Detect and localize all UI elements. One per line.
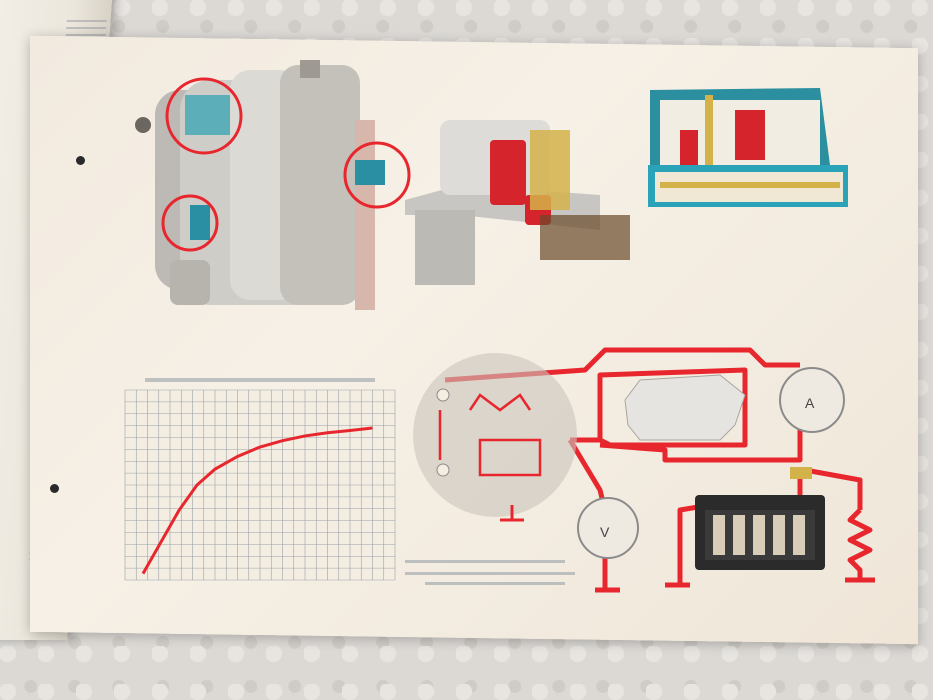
chart-points xyxy=(142,427,373,574)
switch xyxy=(790,467,812,479)
legend-line xyxy=(425,582,565,585)
chart-series-line xyxy=(141,426,373,575)
highlight-circle-brushes xyxy=(165,77,243,155)
svg-text:V: V xyxy=(600,524,610,540)
characteristic-chart xyxy=(124,378,396,581)
binding-hole-top xyxy=(76,156,85,165)
battery xyxy=(695,495,825,570)
regulator-box xyxy=(624,374,746,441)
binding-hole-bottom xyxy=(50,484,59,493)
highlight-circle-front-bearing xyxy=(343,141,411,209)
chart-caption-blur xyxy=(145,378,375,382)
generator-circle xyxy=(413,353,577,522)
highlight-circle-bearing xyxy=(161,194,219,252)
voltmeter-gauge: V xyxy=(577,497,639,559)
relay-cross-section xyxy=(648,88,848,207)
ammeter-gauge: A xyxy=(779,367,845,433)
chart-grid xyxy=(124,389,396,581)
relay-regulator-illustration xyxy=(405,120,630,285)
legend-line xyxy=(405,572,575,575)
legend-line xyxy=(405,560,565,563)
wiring-schematic xyxy=(444,347,875,593)
svg-text:A: A xyxy=(805,395,815,411)
alternator-illustration xyxy=(135,60,411,310)
